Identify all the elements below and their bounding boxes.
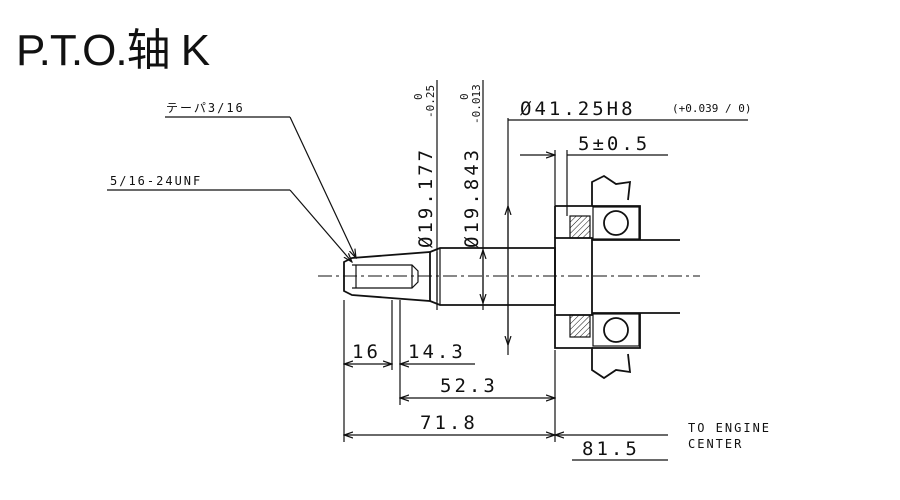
length-dims <box>344 300 668 461</box>
page-title: P.T.O.轴 K <box>16 26 210 75</box>
len-71-8-label: 71.8 <box>420 412 478 434</box>
offset-label: 5±0.5 <box>578 133 650 155</box>
len-52-3-label: 52.3 <box>440 375 498 397</box>
dia-19-177-tol-upper: 0 <box>412 93 425 100</box>
len-81-5-label: 81.5 <box>582 438 640 460</box>
engine-center-line2: CENTER <box>688 437 743 451</box>
thread-label: 5/16-24UNF <box>110 174 202 188</box>
len-14-3-label: 14.3 <box>408 341 466 363</box>
dia-41-25-label: Ø41.25H8 <box>520 98 636 120</box>
offset-dim <box>520 150 668 216</box>
len-16-label: 16 <box>352 341 381 363</box>
dia-41-25-tol: (+0.039 / 0) <box>672 102 751 115</box>
diameter-dims <box>436 80 508 355</box>
dia-19-177-label: Ø19.177 <box>415 147 437 248</box>
dia-19-843-tol-upper: 0 <box>458 93 471 100</box>
dia-19-177-tol-lower: -0.25 <box>424 85 437 118</box>
dia-19-843-tol-lower: -0.013 <box>470 84 483 124</box>
taper-label: テーパ3/16 <box>166 101 245 115</box>
engine-center-line1: TO ENGINE <box>688 421 771 435</box>
dia-19-843-label: Ø19.843 <box>461 147 483 248</box>
housing-and-bearing <box>554 174 641 380</box>
leaders <box>107 116 356 262</box>
